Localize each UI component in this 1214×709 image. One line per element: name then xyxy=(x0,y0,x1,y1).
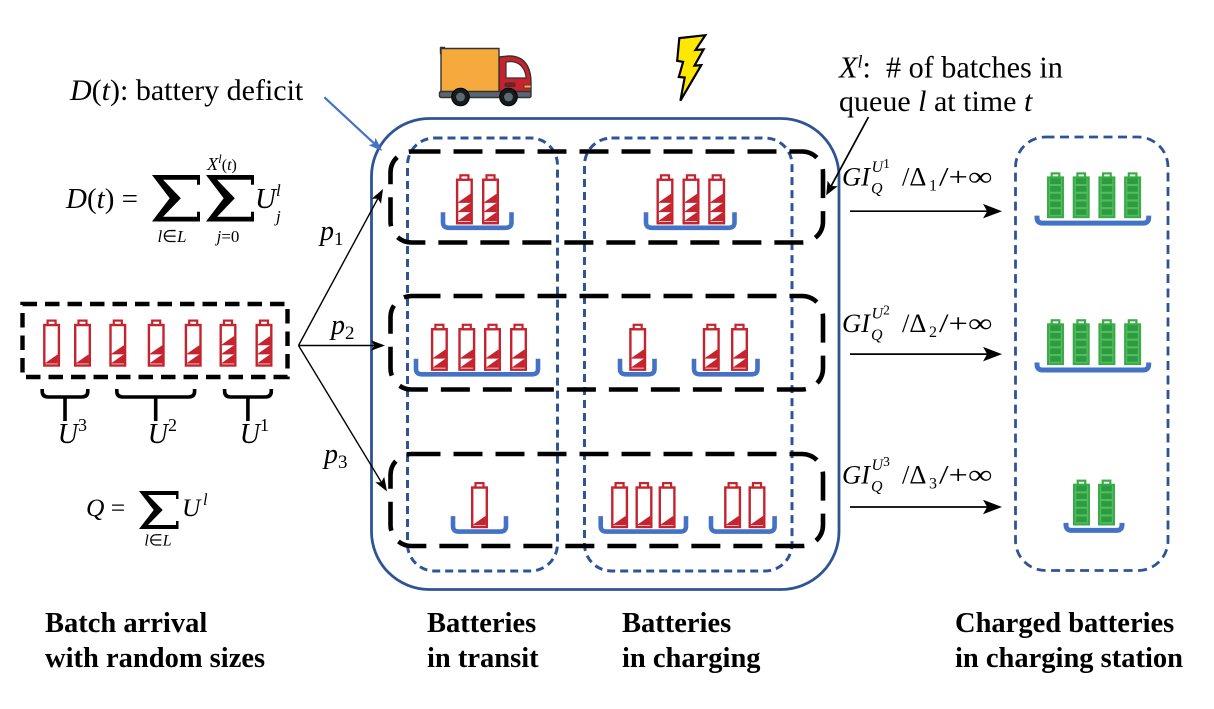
svg-text:U1: U1 xyxy=(872,156,890,176)
svg-text:p2: p2 xyxy=(329,310,355,344)
svg-text:Xl(t): Xl(t) xyxy=(206,151,237,174)
svg-text:U: U xyxy=(182,493,202,522)
svg-text:2: 2 xyxy=(168,415,177,435)
svg-text:in charging: in charging xyxy=(622,643,761,674)
svg-text:/+∞: /+∞ xyxy=(939,308,993,338)
svg-text:Charged batteries: Charged batteries xyxy=(955,608,1174,639)
svg-text:l∈L: l∈L xyxy=(157,227,186,246)
svg-text:in charging station: in charging station xyxy=(955,643,1183,674)
svg-text:l: l xyxy=(276,181,281,200)
svg-text:GI: GI xyxy=(842,460,871,490)
svg-text:/Δ: /Δ xyxy=(902,460,926,490)
svg-text:U: U xyxy=(58,419,80,450)
svg-text:GI: GI xyxy=(842,162,871,192)
svg-text:in transit: in transit xyxy=(427,643,539,674)
svg-text:/Δ: /Δ xyxy=(902,162,926,192)
svg-text:U: U xyxy=(255,183,278,215)
svg-text:D(t) =: D(t) = xyxy=(65,183,138,215)
svg-text:p1: p1 xyxy=(318,216,344,250)
svg-text:Q: Q xyxy=(871,479,883,496)
svg-text:l: l xyxy=(203,490,208,509)
svg-text:U: U xyxy=(148,419,170,450)
svg-text:U3: U3 xyxy=(872,454,891,474)
svg-text:2: 2 xyxy=(929,324,937,341)
svg-text:Batteries: Batteries xyxy=(427,608,536,639)
svg-text:3: 3 xyxy=(78,415,87,435)
svg-text:with random sizes: with random sizes xyxy=(45,643,265,674)
svg-text:j: j xyxy=(274,207,281,226)
svg-text:p3: p3 xyxy=(322,439,348,473)
svg-text:j=0: j=0 xyxy=(215,227,240,246)
svg-text:/+∞: /+∞ xyxy=(939,162,993,192)
svg-text:Batch arrival: Batch arrival xyxy=(45,608,207,639)
svg-text:U: U xyxy=(240,419,262,450)
svg-text:Xl: # of batches in: Xl: # of batches in xyxy=(838,51,1063,85)
svg-text:l∈L: l∈L xyxy=(144,533,171,550)
svg-text:3: 3 xyxy=(929,476,937,493)
svg-text:Q: Q xyxy=(871,181,883,198)
svg-text:/Δ: /Δ xyxy=(902,308,926,338)
svg-text:1: 1 xyxy=(260,415,269,435)
svg-text:Batteries: Batteries xyxy=(622,608,731,639)
svg-text:/+∞: /+∞ xyxy=(939,460,993,490)
svg-text:Q =: Q = xyxy=(86,493,125,522)
svg-text:U2: U2 xyxy=(872,302,890,322)
svg-text:Q: Q xyxy=(871,327,883,344)
svg-text:queue l at time t: queue l at time t xyxy=(839,85,1033,118)
svg-text:D(t): battery deficit: D(t): battery deficit xyxy=(69,74,304,107)
svg-text:GI: GI xyxy=(842,308,871,338)
svg-text:1: 1 xyxy=(929,178,937,195)
